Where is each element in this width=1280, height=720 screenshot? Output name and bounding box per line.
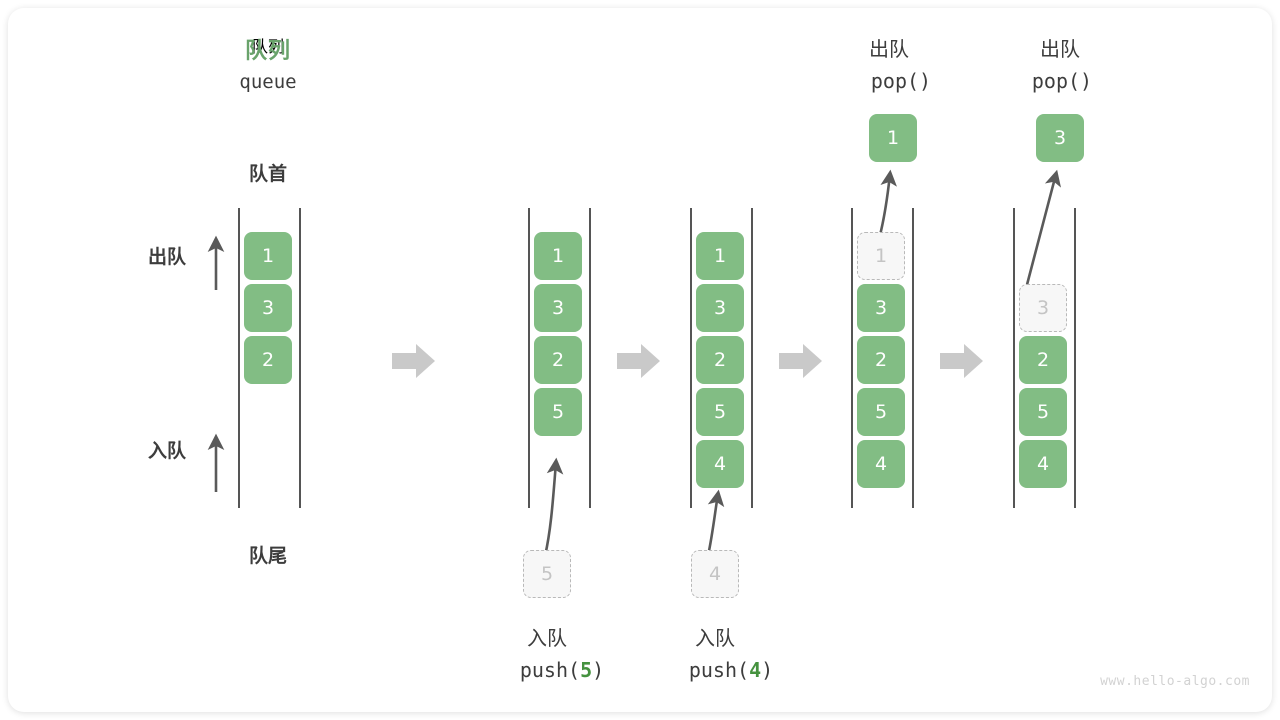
right-arrow-icon <box>617 342 661 384</box>
queue-cell: 3 <box>534 284 582 332</box>
queue-cell: 3 <box>857 284 905 332</box>
pop-header-cn: 出队 <box>1040 37 1080 61</box>
queue-cell: 1 <box>534 232 582 280</box>
rail-left <box>1013 208 1015 508</box>
rail-left <box>238 208 240 508</box>
queue-cell: 5 <box>696 388 744 436</box>
front-label: 队首 <box>248 163 288 185</box>
pop-header-code: pop() <box>870 69 932 93</box>
rear-label: 队尾 <box>248 545 288 567</box>
push-caption-code-post: ) <box>761 658 774 682</box>
queue-cell: 5 <box>534 388 582 436</box>
queue-cell: 5 <box>857 388 905 436</box>
rail-left <box>851 208 853 508</box>
queue-cell: 1 <box>696 232 744 280</box>
push-caption-code: push(5) <box>520 658 604 682</box>
rail-right <box>751 208 753 508</box>
queue-cell: 5 <box>1019 388 1067 436</box>
watermark: www.hello-algo.com <box>1100 674 1250 689</box>
queue-cell: 2 <box>857 336 905 384</box>
diagram-title-cn: 队列 <box>251 37 285 56</box>
pop-header-cn: 出队 <box>869 37 909 61</box>
rail-right <box>299 208 301 508</box>
rail-right <box>1074 208 1076 508</box>
queue-cell: 4 <box>1019 440 1067 488</box>
queue-cell: 1 <box>244 232 292 280</box>
incoming-ghost-cell: 5 <box>523 550 571 598</box>
queue-cell: 2 <box>244 336 292 384</box>
queue-cell: 3 <box>244 284 292 332</box>
rail-left <box>690 208 692 508</box>
pop-header-code: pop() <box>1031 69 1093 93</box>
outgoing-ghost-cell: 3 <box>1019 284 1067 332</box>
diagram-title-cn-text: 队列 <box>244 39 292 64</box>
popped-cell: 3 <box>1036 114 1084 162</box>
push-caption-code-pre: push( <box>519 658 581 682</box>
push-caption-code-arg: 5 <box>580 658 593 682</box>
push-caption-code-pre: push( <box>688 658 750 682</box>
queue-cell: 2 <box>1019 336 1067 384</box>
rail-right <box>912 208 914 508</box>
incoming-ghost-cell: 4 <box>691 550 739 598</box>
push-caption-code: push(4) <box>689 658 773 682</box>
outgoing-ghost-cell: 1 <box>857 232 905 280</box>
queue-cell: 2 <box>696 336 744 384</box>
queue-cell: 3 <box>696 284 744 332</box>
queue-cell: 4 <box>857 440 905 488</box>
dequeue-label: 出队 <box>148 246 187 268</box>
right-arrow-icon <box>392 342 436 384</box>
push-caption-code-arg: 4 <box>749 658 762 682</box>
queue-cell: 2 <box>534 336 582 384</box>
rail-right <box>589 208 591 508</box>
push-caption-cn: 入队 <box>527 626 567 650</box>
push-caption-cn: 入队 <box>695 626 735 650</box>
right-arrow-icon <box>940 342 984 384</box>
right-arrow-icon <box>779 342 823 384</box>
diagram-title-code: queue <box>239 71 297 93</box>
queue-cell: 4 <box>696 440 744 488</box>
enqueue-label: 入队 <box>148 440 187 462</box>
rail-left <box>528 208 530 508</box>
push-caption-code-post: ) <box>592 658 605 682</box>
popped-cell: 1 <box>869 114 917 162</box>
